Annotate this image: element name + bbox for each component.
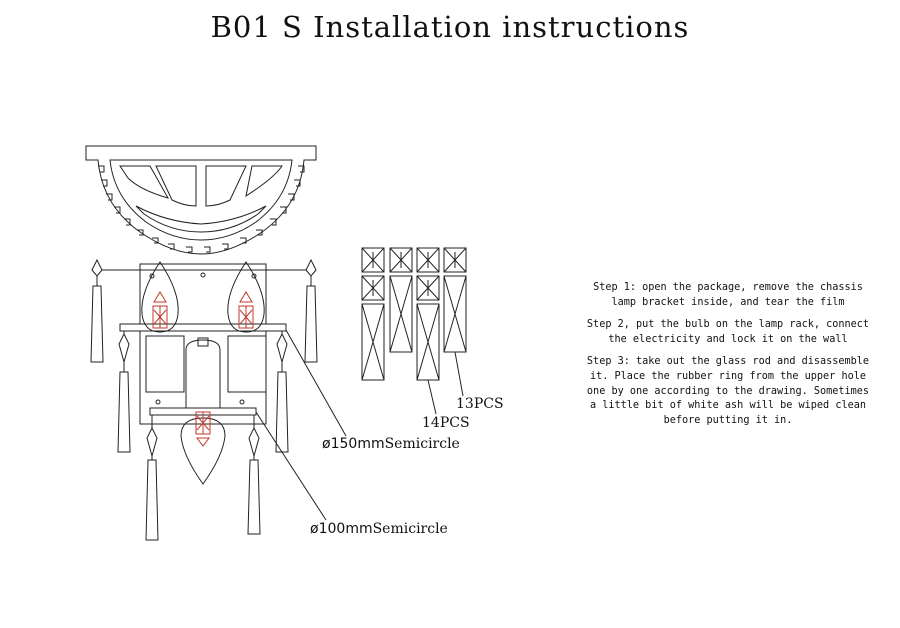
step-2: Step 2, put the bulb on the lamp rack, c…: [578, 318, 878, 347]
instruction-steps: Step 1: open the package, remove the cha…: [578, 281, 878, 436]
fixture-drawing: [90, 258, 318, 541]
diameter-symbol: ø: [310, 521, 319, 537]
callout-100-unit: mm: [345, 521, 372, 537]
step-2-line-1: Step 2, put the bulb on the lamp rack, c…: [586, 319, 870, 331]
count-14pcs: 14PCS: [422, 415, 470, 431]
callout-150-number: 150: [331, 436, 358, 452]
callout-100-number: 100: [319, 521, 346, 537]
step-3-line-5: before putting it in.: [663, 414, 793, 426]
crystal-parts: [361, 247, 467, 415]
step-1-line-1: Step 1: open the package, remove the cha…: [593, 282, 863, 293]
callout-150-unit: mm: [357, 436, 384, 452]
count-13pcs: 13PCS: [456, 396, 504, 412]
callout-150mm: ø150mmSemicircle: [322, 436, 460, 452]
step-3-line-1: Step 3: take out the glass rod and disas…: [586, 356, 870, 368]
step-3-line-4: a little bit of white ash will be wiped …: [589, 400, 866, 412]
page-title: B01 S Installation instructions: [210, 10, 690, 44]
leader-150: [285, 329, 347, 437]
step-1-line-2: lamp bracket inside, and tear the film: [611, 296, 845, 308]
step-2-line-2: the electricity and lock it on the wall: [608, 333, 848, 345]
step-3-line-2: it. Place the rubber ring from the upper…: [589, 370, 866, 382]
step-3: Step 3: take out the glass rod and disas…: [578, 355, 878, 428]
callout-100-word: Semicircle: [373, 521, 448, 537]
diameter-symbol: ø: [322, 436, 331, 452]
leader-100: [255, 411, 327, 521]
canopy-drawing: [85, 145, 317, 255]
callout-100mm: ø100mmSemicircle: [310, 521, 448, 537]
callout-150-word: Semicircle: [385, 436, 460, 452]
step-3-line-3: one by one according to the drawing. Som…: [586, 385, 870, 397]
step-1: Step 1: open the package, remove the cha…: [578, 281, 878, 310]
